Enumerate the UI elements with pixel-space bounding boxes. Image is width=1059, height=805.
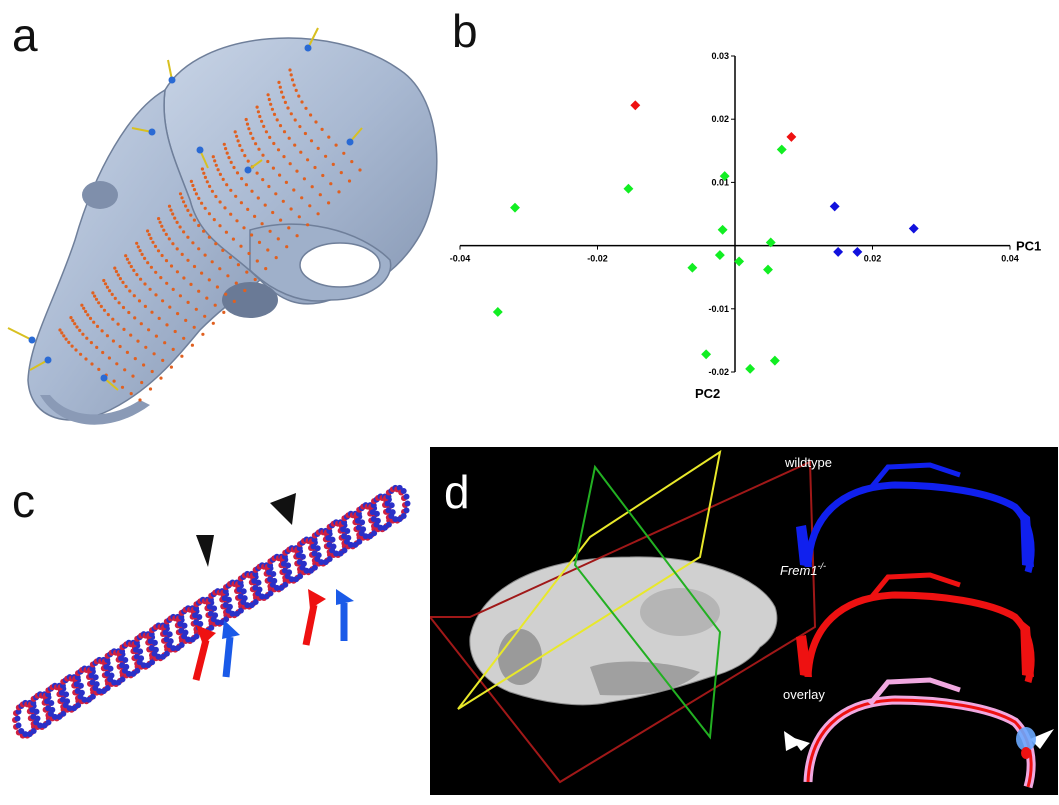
black-arrowhead-2 (270, 493, 296, 525)
scatter-point (852, 246, 863, 257)
black-arrowhead-1 (196, 535, 214, 567)
scatter-point (492, 307, 503, 317)
scatter-point (623, 183, 634, 194)
panel-c-landmark-overlay (0, 455, 430, 800)
panel-a-letter: a (12, 9, 38, 61)
scatter-point (510, 202, 520, 213)
red-arrow-1 (192, 625, 216, 681)
scatter-point (765, 237, 776, 248)
y-tick-label: -0.01 (708, 304, 729, 314)
landmark-curves (58, 68, 362, 402)
blue-arrow-1 (222, 620, 240, 678)
panel-d-letter: d (444, 466, 470, 518)
red-arrow-2 (302, 589, 326, 646)
panel-c-letter: c (12, 475, 35, 527)
scatter-point (687, 262, 698, 273)
blue-arrow-2 (336, 589, 354, 641)
panel-b-letter: b (452, 5, 478, 57)
section-frem1 (796, 572, 1035, 683)
y-tick-label: -0.02 (708, 367, 729, 377)
x-tick-label: 0.02 (864, 254, 882, 264)
scatter-point (745, 363, 756, 374)
x-tick-label: 0.04 (1001, 254, 1019, 264)
skull-illustration (7, 27, 438, 425)
axial-plane-red (427, 460, 817, 784)
scatter-point (776, 144, 787, 155)
section-planes-illustration: wildtype Frem1-/- overlay (427, 449, 1054, 789)
x-axis-label: PC1 (1016, 239, 1041, 254)
scatter-point (829, 201, 840, 212)
scatter-point (717, 224, 728, 235)
section-overlay (784, 677, 1054, 789)
scatter-point (630, 100, 641, 111)
scatter-point (833, 246, 844, 257)
y-axis-label: PC2 (695, 386, 720, 401)
panel-b-pca-scatter: -0.04 -0.02 0.02 0.04 0.03 0.02 0.01 -0.01 -0.02… (440, 0, 1059, 410)
overlay-arrowhead-left (784, 731, 802, 751)
y-tick-label: 0.02 (711, 114, 729, 124)
y-tick-label: 0.01 (711, 177, 729, 187)
frem1-label: Frem1-/- (780, 561, 826, 578)
scatter-point (734, 256, 745, 267)
overlay-label: overlay (783, 687, 825, 702)
y-tick-label: 0.03 (711, 51, 729, 61)
scatter-point (786, 131, 797, 142)
overlay-dots-illustration (12, 484, 411, 739)
panel-a-skull-render (0, 0, 450, 440)
scatter-point (763, 264, 773, 275)
sagittal-plane-green (573, 464, 722, 740)
pca-scatter-plot: -0.04 -0.02 0.02 0.04 0.03 0.02 0.01 -0.01 -0.02… (450, 51, 1042, 401)
scatter-point (769, 355, 780, 366)
wildtype-label: wildtype (784, 455, 832, 470)
x-tick-label: -0.04 (450, 254, 471, 264)
scatter-point (714, 250, 725, 261)
coronal-plane-yellow (457, 449, 722, 710)
panel-d-sections: d (427, 447, 1058, 795)
scatter-point (719, 171, 730, 182)
x-tick-label: -0.02 (587, 254, 608, 264)
scatter-point (701, 349, 712, 360)
scatter-point (908, 223, 919, 234)
section-wildtype (796, 462, 1035, 573)
overlay-arrowhead-right (1030, 729, 1054, 749)
